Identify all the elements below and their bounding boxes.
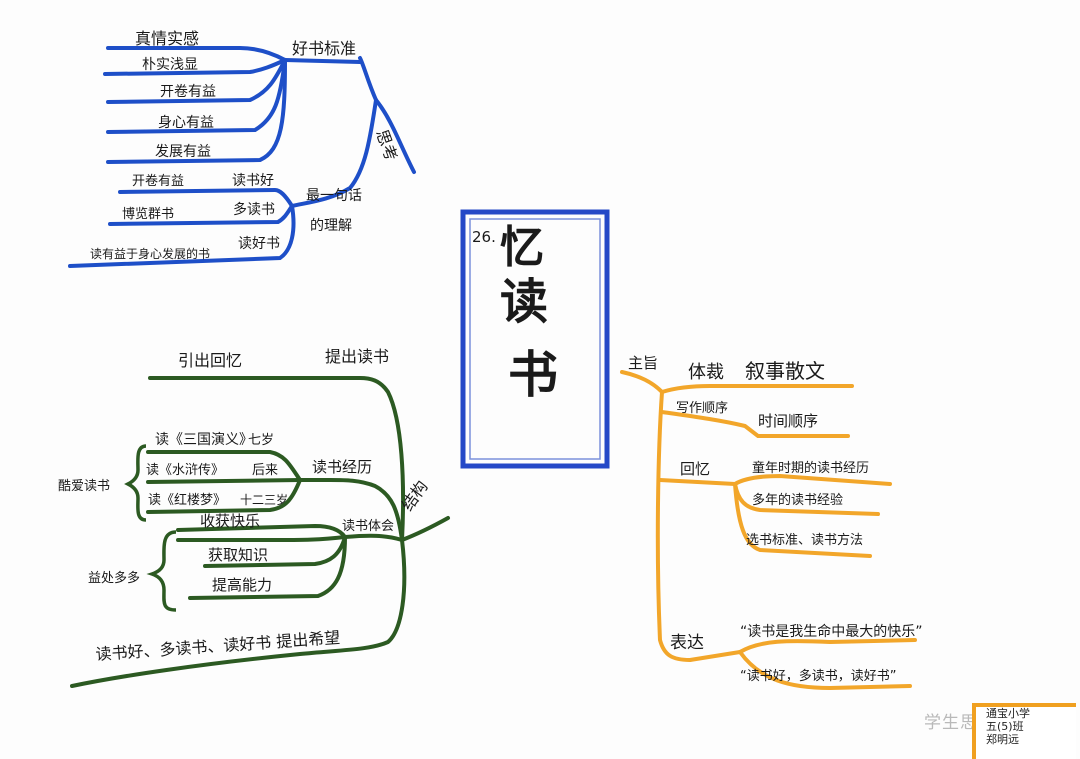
orange-recall-item-1: [733, 473, 892, 486]
center-number: 26.: [472, 228, 496, 246]
orange-branch: [620, 370, 917, 691]
blue-reading-more-leaf: 博览群书: [122, 206, 174, 222]
blue-label-last-2: 的理解: [310, 218, 352, 234]
green-brace-books: [124, 444, 147, 522]
orange-express-item-1-text: “读书是我生命中最大的快乐”: [740, 623, 923, 640]
blue-good-line: [118, 187, 294, 208]
orange-label-recall: 回忆: [680, 460, 710, 478]
green-feelings-line: [176, 533, 404, 542]
center-frame-inner: [469, 218, 601, 460]
stamp-line-3: 郑明远: [986, 733, 1019, 746]
orange-express-item-1: [738, 638, 917, 654]
orange-express-line: [688, 650, 742, 662]
green-label-benefits: 益处多多: [88, 570, 140, 586]
blue-item-5: 发展有益: [155, 144, 211, 160]
orange-order-line: [660, 410, 850, 438]
green-experience-line: [298, 478, 404, 542]
green-benefit-line-3: [188, 535, 347, 600]
green-age-3: 十二三岁: [240, 492, 288, 507]
orange-label-order: 写作顺序: [676, 401, 728, 416]
orange-label-theme: 主旨: [628, 354, 658, 372]
orange-recall-item-1-text: 童年时期的读书经历: [752, 460, 869, 476]
orange-label-express: 表达: [670, 633, 704, 653]
green-benefit-2: 获取知识: [208, 546, 268, 564]
blue-reading-good: 读书好: [232, 172, 274, 189]
green-book-line-2: [146, 478, 302, 484]
green-book-2: 读《水浒传》: [146, 463, 224, 478]
green-bottom-text: 读书好、多读书、读好书 提出希望: [95, 628, 341, 664]
orange-recall-item-3-text: 选书标准、读书方法: [746, 532, 863, 548]
green-label-feelings: 读书体会: [342, 519, 394, 534]
green-benefit-3: 提高能力: [212, 576, 272, 594]
blue-item-3: 开卷有益: [160, 84, 216, 100]
green-age-1: 七岁: [248, 433, 274, 448]
blue-label-last-1: 最一句话: [306, 188, 362, 204]
orange-recall-item-2-text: 多年的读书经验: [752, 492, 843, 508]
blue-best-line: [68, 204, 296, 268]
green-benefit-1: 收获快乐: [200, 512, 260, 530]
green-label-addicted: 酷爱读书: [58, 479, 110, 494]
blue-item-line-2: [103, 58, 287, 76]
green-bottom-line: [70, 538, 407, 688]
green-book-3: 读《红楼梦》: [148, 492, 226, 508]
stamp-line-2: 五(5)班: [986, 720, 1024, 733]
author-stamp: 通宝小学 五(5)班 郑明远: [972, 703, 1076, 759]
green-brace-benefits: [146, 530, 177, 612]
orange-recall-item-3: [733, 482, 872, 558]
center-frame: [460, 209, 610, 469]
center-title-3: 书: [508, 346, 558, 404]
green-book-line-3: [146, 478, 302, 514]
orange-main-line: [620, 370, 664, 394]
orange-genre-line: [660, 384, 854, 394]
blue-sentence-line: [290, 98, 378, 208]
blue-reading-best-leaf: 读有益于身心发展的书: [90, 246, 210, 261]
green-benefit-line-1: [176, 523, 347, 539]
blue-branch: [68, 46, 416, 268]
green-label-intro: 提出读书: [325, 347, 389, 366]
green-recall-line: [148, 376, 406, 542]
green-label-recall: 引出回忆: [178, 351, 242, 370]
green-main-line: [400, 516, 450, 542]
blue-item-line-1: [106, 46, 287, 62]
center-title-1: 忆: [500, 222, 544, 273]
blue-reading-more: 多读书: [233, 201, 275, 218]
blue-item-2: 朴实浅显: [142, 57, 198, 73]
green-age-2: 后来: [252, 463, 278, 478]
blue-item-line-3: [106, 58, 287, 104]
blue-good-book-line: [283, 58, 362, 64]
green-book-line-1: [146, 450, 302, 482]
green-label-experience: 读书经历: [312, 458, 372, 476]
orange-express-item-2-text: “读书好，多读书，读好书”: [740, 668, 896, 684]
orange-express-item-2: [738, 650, 912, 691]
orange-spine: [655, 390, 692, 662]
orange-order-value: 时间顺序: [758, 412, 818, 430]
blue-item-1: 真情实感: [135, 29, 199, 48]
green-book-1: 读《三国演义》: [155, 431, 253, 448]
orange-label-genre: 体裁: [688, 362, 724, 383]
orange-genre-value: 叙事散文: [745, 359, 825, 383]
blue-reading-good-leaf: 开卷有益: [132, 173, 184, 189]
orange-recall-line: [658, 478, 737, 486]
stamp-line-1: 通宝小学: [986, 707, 1030, 720]
blue-item-4: 身心有益: [158, 115, 214, 131]
blue-reading-best: 读好书: [238, 235, 280, 252]
blue-item-line-5: [106, 58, 287, 164]
green-branch: [70, 376, 450, 688]
blue-label-good-book: 好书标准: [292, 39, 356, 58]
center-title-2: 读: [500, 274, 548, 330]
